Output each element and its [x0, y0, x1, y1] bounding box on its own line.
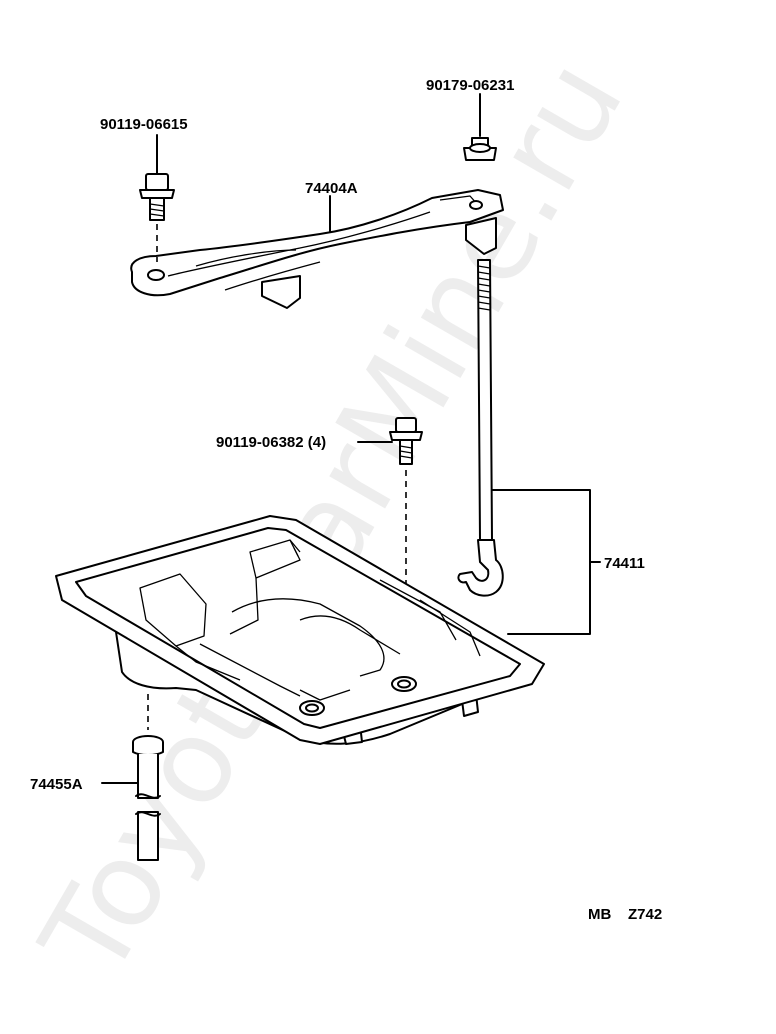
label-90119-06615: 90119-06615 — [100, 116, 188, 133]
leader-lines — [101, 93, 601, 784]
nut-90179-06231[interactable] — [463, 137, 497, 161]
bolt-90119-06615[interactable] — [139, 173, 175, 221]
bolt-90119-06382[interactable] — [389, 417, 423, 465]
label-90119-06382: 90119-06382 (4) — [216, 434, 326, 451]
diagram-code-id: Z742 — [628, 906, 662, 923]
label-74455a: 74455A — [30, 776, 83, 793]
label-90179-06231: 90179-06231 — [426, 77, 514, 94]
label-74411: 74411 — [604, 555, 645, 572]
spacer-pin-74455a[interactable] — [132, 735, 164, 861]
part-labels: 90119-06615 90179-06231 74404A 90119-063… — [30, 77, 645, 793]
hold-down-rod-74411[interactable] — [457, 259, 504, 597]
battery-tray[interactable] — [55, 515, 545, 745]
diagram-code: MB Z742 — [588, 906, 662, 923]
battery-clamp-74404a[interactable] — [130, 189, 504, 309]
label-74404a: 74404A — [305, 180, 358, 197]
diagram-code-prefix: MB — [588, 906, 611, 923]
